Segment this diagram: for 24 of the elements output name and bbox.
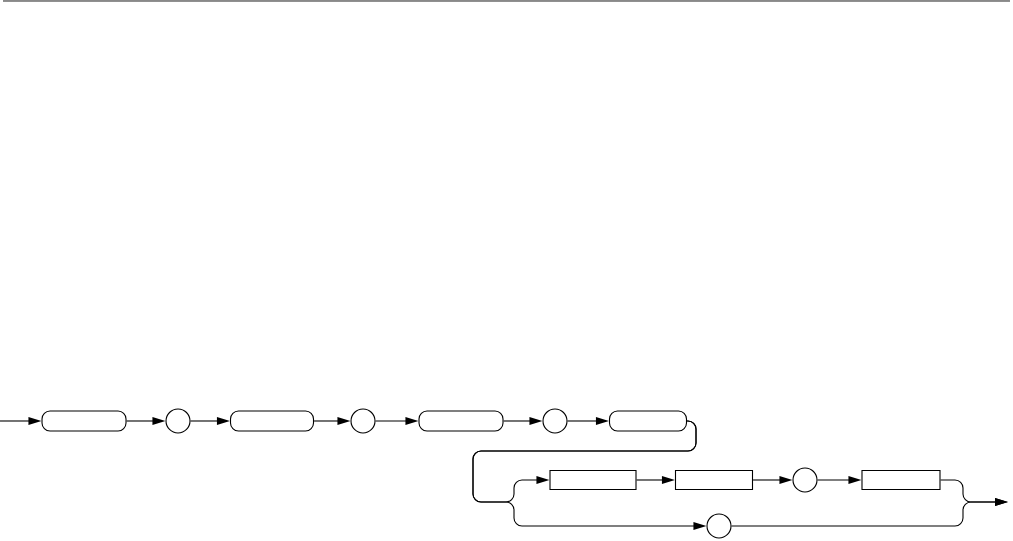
arrow (472, 420, 707, 530)
arrow (731, 498, 1008, 527)
circle-node (165, 408, 191, 434)
arrow (190, 417, 230, 425)
circle-node (792, 467, 818, 493)
rounded-box (41, 410, 127, 432)
arrow (375, 417, 419, 425)
arrow (503, 417, 543, 425)
rectangle-box (549, 469, 637, 491)
arrow (752, 476, 793, 484)
circle-node (350, 408, 376, 434)
circle-node (706, 513, 732, 539)
rectangle-box (861, 469, 941, 491)
rounded-box (418, 410, 504, 432)
circle-node (542, 408, 568, 434)
arrow (567, 417, 609, 425)
rectangle-box (674, 469, 754, 491)
arrow (126, 417, 166, 425)
arrow (313, 417, 351, 425)
arrow (636, 476, 675, 484)
arrow (0, 417, 42, 425)
rounded-box (608, 410, 688, 432)
rounded-box (229, 410, 315, 432)
arrow (817, 476, 862, 484)
